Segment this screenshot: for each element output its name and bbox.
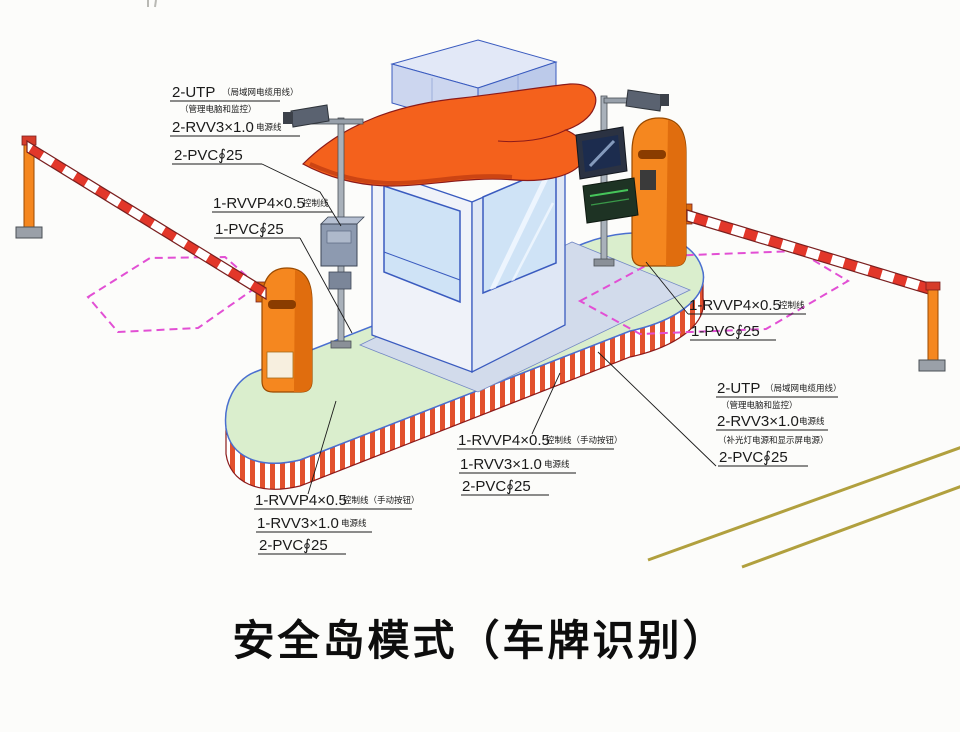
control-box-left: [320, 216, 365, 267]
cable-label-note: 控制线（手动按钮）: [546, 435, 623, 445]
cable-label: 2-UTP: [172, 84, 215, 101]
label-cluster-left-mid: 1-RVVP4×0.5 控制线 1-PVC∮25: [213, 195, 329, 238]
road-line: [741, 485, 960, 569]
monitor-screen: [575, 126, 628, 180]
cable-label-note: 控制线: [779, 300, 805, 310]
label-cluster-left-low: 1-RVVP4×0.5 控制线（手动按钮） 1-RVV3×1.0 电源线 2-P…: [255, 492, 420, 554]
road-lines: [647, 446, 960, 569]
cable-label: 2-PVC∮25: [462, 478, 531, 495]
cable-label: 2-RVV3×1.0: [172, 119, 254, 136]
machine-slot: [638, 150, 666, 159]
road-line: [647, 446, 960, 562]
diagram-title: 安全岛模式（车牌识别）: [232, 617, 727, 664]
label-cluster-top-left: 2-UTP （局域网电缆用线） （管理电脑和监控） 2-RVV3×1.0 电源线…: [172, 84, 299, 164]
cable-label: 1-PVC∮25: [691, 323, 760, 340]
machine-panel: [266, 351, 294, 379]
cable-label: 1-RVV3×1.0: [257, 515, 339, 532]
machine-shade: [666, 120, 686, 266]
camera-lens: [283, 112, 293, 124]
machine-slot: [268, 300, 296, 309]
canopy: [302, 83, 597, 187]
cable-label: 2-PVC∮25: [174, 147, 243, 164]
booth-canopy: [302, 83, 597, 187]
cable-label: 1-RVV3×1.0: [460, 456, 542, 473]
guard-booth: [371, 161, 566, 374]
cable-label-note: （管理电脑和监控）: [180, 104, 257, 114]
barrier-gate-left: [15, 135, 267, 301]
leader-lines: [170, 100, 838, 555]
camera-pole-right: [575, 89, 669, 267]
cable-label-note: 控制线: [303, 198, 329, 208]
vehicle-outline-left: [86, 255, 260, 334]
cable-label: 2-PVC∮25: [259, 537, 328, 554]
cropped-mark: [147, 0, 157, 8]
cable-label-note: 电源线: [544, 459, 570, 469]
label-cluster-right-mid: 1-RVVP4×0.5 控制线 1-PVC∮25: [689, 297, 805, 340]
cable-label-note: 电源线: [256, 122, 282, 132]
cable-label-note: 电源线: [799, 416, 825, 426]
canopy-underside: [309, 162, 513, 186]
cable-label-note: （局域网电缆用线）: [765, 383, 842, 393]
camera-pole-left: [283, 104, 365, 349]
gate-post-right: [927, 287, 939, 363]
gate-post-base-left: [15, 226, 43, 239]
barrier-gate-right: [686, 209, 946, 372]
barrier-machine-left: [255, 267, 313, 393]
window-glint: [505, 202, 555, 293]
led-display: [582, 177, 639, 224]
cable-label-note: （补光灯电源和显示屏电源）: [718, 435, 829, 445]
cable-label: 1-RVVP4×0.5: [213, 195, 305, 212]
canopy-fold: [497, 129, 567, 143]
pole-base: [593, 258, 615, 267]
gate-post-cap-right: [925, 281, 941, 291]
label-cluster-right-low: 2-UTP （局域网电缆用线） （管理电脑和监控） 2-RVV3×1.0 电源线…: [717, 380, 842, 466]
cable-label-note: （局域网电缆用线）: [222, 87, 299, 97]
cable-label: 2-PVC∮25: [719, 449, 788, 466]
cable-label: 1-PVC∮25: [215, 221, 284, 238]
cable-label: 1-RVVP4×0.5: [458, 432, 550, 449]
camera-lens: [660, 94, 669, 106]
pole: [600, 95, 608, 263]
label-cluster-center-low: 1-RVVP4×0.5 控制线（手动按钮） 1-RVV3×1.0 电源线 2-P…: [458, 432, 623, 495]
cable-label: 2-UTP: [717, 380, 760, 397]
window-glint: [489, 176, 549, 292]
cable-label: 1-RVVP4×0.5: [255, 492, 347, 509]
cable-label-note: （管理电脑和监控）: [721, 400, 798, 410]
gate-post-base-right: [918, 359, 946, 372]
machine-display: [640, 170, 656, 190]
junction-box-left: [328, 271, 352, 290]
cable-label: 2-RVV3×1.0: [717, 413, 799, 430]
machine-shade: [294, 270, 312, 392]
pole-base: [330, 340, 352, 349]
cable-label-note: 控制线（手动按钮）: [343, 495, 420, 505]
cable-label-note: 电源线: [341, 518, 367, 528]
barrier-arm-left: [26, 139, 267, 301]
cable-label: 1-RVVP4×0.5: [689, 297, 781, 314]
barrier-machine-right: [631, 117, 693, 267]
camera-icon: [625, 89, 663, 112]
